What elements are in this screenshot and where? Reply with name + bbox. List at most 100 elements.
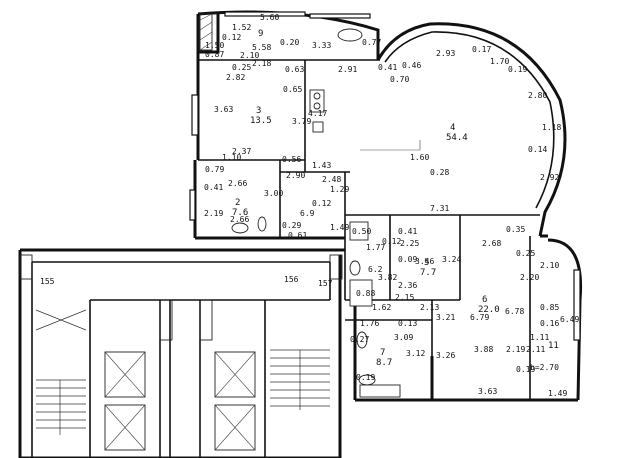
dimension-label: 2.19 [506, 345, 525, 354]
room-number: 7 [380, 348, 385, 358]
dimension-label: 3.82 [378, 273, 397, 282]
dimension-label: 157 [318, 279, 333, 288]
dimension-label: 3.12 [406, 349, 425, 358]
dimension-label: 1.52 [232, 23, 251, 32]
dimension-label: 2.66 [228, 179, 247, 188]
room-number: 6 [482, 295, 487, 305]
dimension-label: 0.77 [362, 38, 381, 47]
dimension-label: 6.9 [300, 209, 315, 218]
dimension-label: 2.36 [398, 281, 417, 290]
staircase-icon [35, 309, 330, 435]
dimension-label: 1.49 [330, 223, 349, 232]
room-area: 7.7 [420, 268, 436, 278]
dimension-label: 0.87 [205, 50, 224, 59]
dimension-label: 0.29 [282, 221, 301, 230]
dimension-label: 155 [40, 277, 55, 286]
toilet-icon [257, 216, 267, 232]
dimension-label: 1.18 [542, 123, 561, 132]
dimension-label: 0.46 [402, 61, 421, 70]
dimension-label: 2.68 [482, 239, 501, 248]
dimension-label: 1.70 [490, 57, 509, 66]
dimension-label: 0.50 [352, 227, 371, 236]
dimension-label: 156 [284, 275, 299, 284]
dimension-label: 3.24 [442, 255, 461, 264]
structural-columns [19, 13, 343, 341]
dimension-label: 2.15 [395, 293, 414, 302]
sink-icon [312, 121, 324, 133]
dimension-label: 2.66 [230, 215, 249, 224]
dimension-label: 3.63 [478, 387, 497, 396]
dimension-label: 3.46 [415, 257, 434, 266]
dimension-label: 2.92 [540, 173, 559, 182]
bathtub-icon [359, 384, 401, 398]
room-area: 22.0 [478, 305, 500, 315]
dimension-label: 0.19 [356, 373, 375, 382]
bathtub-icon [337, 28, 363, 42]
dimension-label: 0.28 [430, 168, 449, 177]
room-number: 5 [424, 258, 429, 268]
dimension-label: 6.49 [560, 315, 579, 324]
dimension-label: 1.29 [330, 185, 349, 194]
dimension-label: 0.19 [508, 65, 527, 74]
dimension-label: 0.85 [540, 303, 559, 312]
dimension-label: 1.10 [222, 153, 241, 162]
dimension-label: 2.82 [226, 73, 245, 82]
dimension-label: 3.88 [474, 345, 493, 354]
dimension-label: 3.09 [394, 333, 413, 342]
dimension-label: 2.10 [540, 261, 559, 270]
dimension-label: 0.79 [205, 165, 224, 174]
shower-icon [349, 221, 369, 241]
dimension-label: 0.12 [382, 237, 401, 246]
room-number: 9 [258, 29, 263, 39]
dimension-label: 5.60 [260, 13, 279, 22]
shower-tray-icon [349, 279, 373, 307]
dimension-label: 0.19 [516, 365, 535, 374]
dimension-label: 0.35 [506, 225, 525, 234]
room-area: 13.5 [250, 116, 272, 126]
room-area: 7.6 [232, 208, 248, 218]
dimension-label: 1.43 [312, 161, 331, 170]
dimension-label: 0.65 [283, 85, 302, 94]
dimension-label: 0.14 [528, 145, 547, 154]
dimension-label: 0.88 [356, 289, 375, 298]
dimension-label: 2.90 [286, 171, 305, 180]
dimension-label: 1.76 [360, 319, 379, 328]
dimension-label: 1.77 [366, 243, 385, 252]
dimension-label: 0.41 [398, 227, 417, 236]
dimension-label: 1.49 [548, 389, 567, 398]
washbasin-icon [231, 222, 249, 234]
dimension-label: 0.09 [398, 255, 417, 264]
dimension-label: 2.93 [436, 49, 455, 58]
dimension-label: 3.26 [436, 351, 455, 360]
dimension-label: 0.56 [282, 155, 301, 164]
toilet-icon [349, 260, 361, 276]
dimension-label: 3.79 [292, 117, 311, 126]
dimension-label: 0.12 [312, 199, 331, 208]
dimension-label: 2.48 [322, 175, 341, 184]
dimension-label: 0.27 [350, 335, 369, 344]
room-area: 8.7 [376, 358, 392, 368]
dimension-label: 6.78 [505, 307, 524, 316]
room-number: 2 [235, 198, 240, 208]
dimension-label: 0.12 [222, 33, 241, 42]
dimension-label: 2.37 [232, 147, 251, 156]
dimension-label: h=2.70 [530, 363, 559, 372]
dimension-label: 1.11 [530, 333, 549, 342]
dimension-label: 3.21 [436, 313, 455, 322]
dimension-label: 2.13 [420, 303, 439, 312]
dimension-label: 2.19 [204, 209, 223, 218]
dimension-label: 2.25 [400, 239, 419, 248]
dimension-label: 2.91 [338, 65, 357, 74]
dimension-label: 3.33 [312, 41, 331, 50]
stove-icon [309, 89, 325, 113]
dimension-label: 1.50 [205, 41, 224, 50]
toilet-icon [356, 331, 368, 349]
dimension-label: 0.61 [288, 231, 307, 240]
dimension-label: 4.17 [308, 109, 327, 118]
dimension-label: 0.70 [390, 75, 409, 84]
dimension-label: 0.17 [472, 45, 491, 54]
dimension-label: 6.79 [470, 313, 489, 322]
dimension-label: 2.20 [520, 273, 539, 282]
dimension-label: 0.13 [398, 319, 417, 328]
dimension-label: 0.63 [285, 65, 304, 74]
